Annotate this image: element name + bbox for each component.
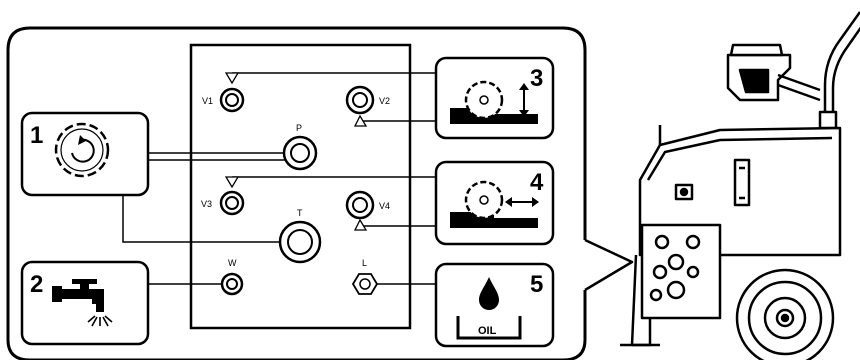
port-label-l: L xyxy=(362,258,367,268)
oil-tray-icon xyxy=(456,316,522,340)
port-label-v3: V3 xyxy=(201,199,212,209)
marker-v4 xyxy=(353,218,368,231)
port-v1 xyxy=(219,87,245,113)
marker-v1 xyxy=(224,72,240,85)
callout-5-oil: 5 OIL xyxy=(434,262,555,348)
port-label-v4: V4 xyxy=(379,201,390,211)
port-v2 xyxy=(345,85,375,115)
oil-drop-icon xyxy=(479,277,499,310)
diagram-frame xyxy=(6,26,587,360)
marker-v2 xyxy=(353,114,368,127)
callout-number-3: 3 xyxy=(530,65,543,92)
port-t xyxy=(278,220,322,264)
machine-illustration xyxy=(620,11,860,360)
port-label-v2: V2 xyxy=(379,96,390,106)
port-label-w: W xyxy=(228,258,237,268)
callout-number-4: 4 xyxy=(530,169,544,196)
callout-3-blade-plunge: 3 xyxy=(434,56,555,140)
callout-4-blade-traverse: 4 xyxy=(434,160,555,246)
water-tap-icon xyxy=(52,279,113,327)
port-label-p: P xyxy=(296,123,302,133)
callout-2-water: 2 xyxy=(20,260,150,346)
callout-number-5: 5 xyxy=(530,271,543,298)
port-v3 xyxy=(219,190,245,216)
port-w xyxy=(220,272,244,296)
blade-horizontal-move-icon xyxy=(450,180,539,228)
blade-vertical-move-icon xyxy=(450,80,538,124)
port-label-t: T xyxy=(297,208,303,218)
rotating-blade-icon xyxy=(54,122,110,178)
port-label-v1: V1 xyxy=(202,96,213,106)
oil-label: OIL xyxy=(478,325,497,337)
callout-number-2: 2 xyxy=(30,271,43,298)
marker-v3 xyxy=(224,176,240,189)
pointer-wedge xyxy=(584,238,634,292)
port-v4 xyxy=(345,190,375,220)
port-p xyxy=(282,135,318,171)
callout-1-blade-rotation: 1 xyxy=(20,111,150,197)
callout-number-1: 1 xyxy=(30,122,43,149)
port-l xyxy=(351,273,379,295)
